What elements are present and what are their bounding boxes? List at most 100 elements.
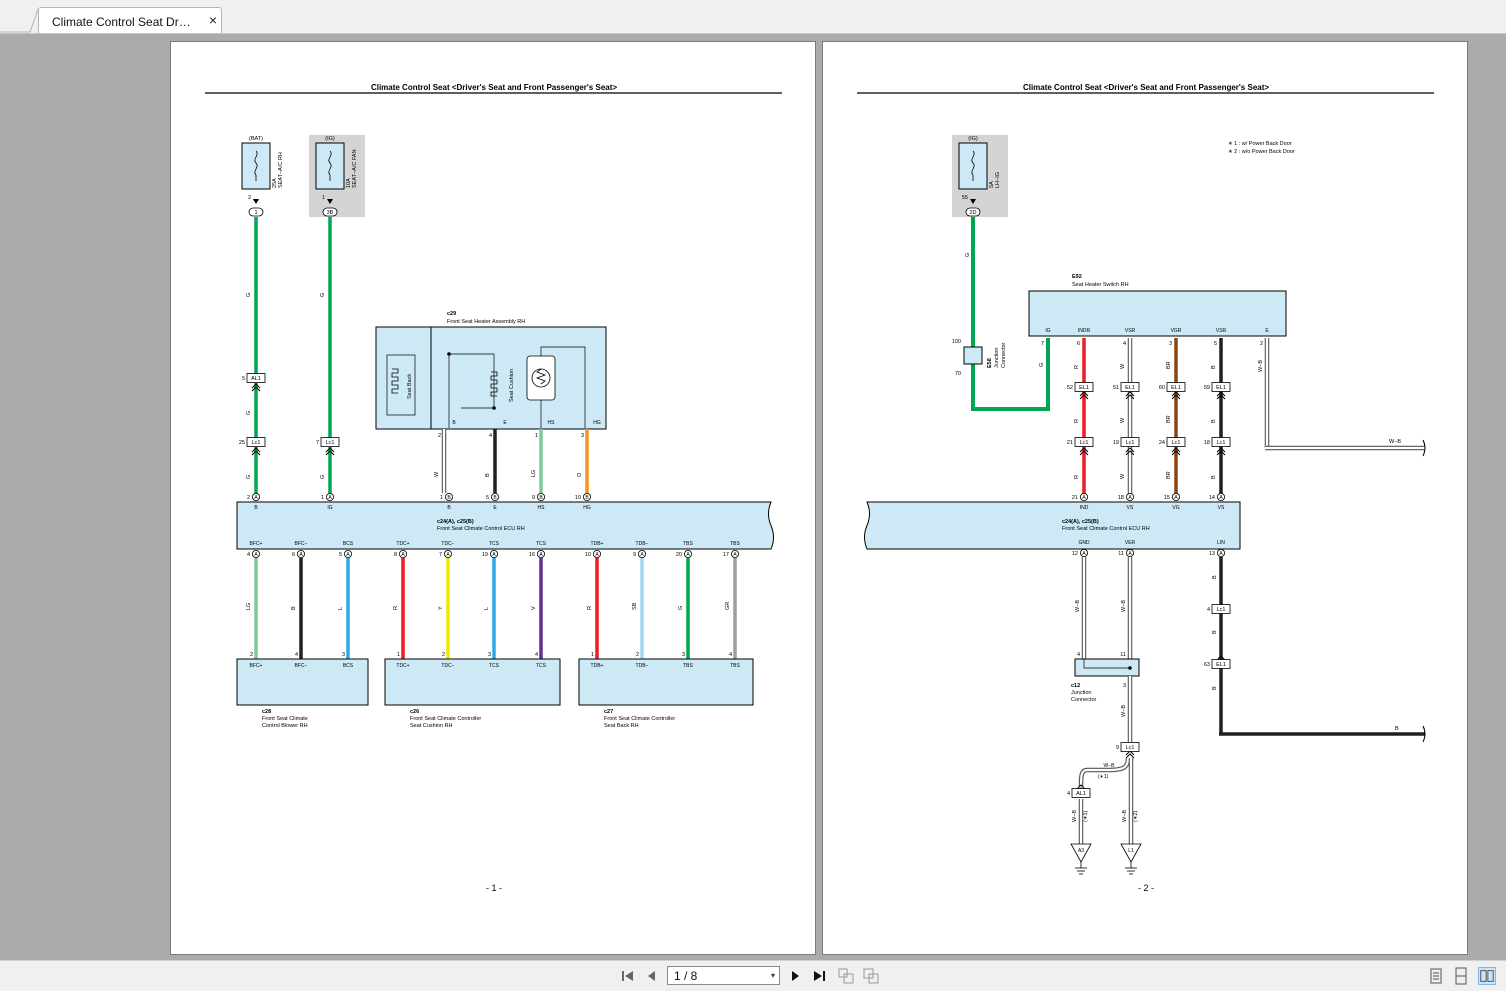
continuation-mark — [1422, 725, 1426, 743]
connector-chevron — [1079, 391, 1089, 397]
pin-circle — [325, 492, 334, 501]
connector-pin: 24 — [1159, 440, 1165, 446]
junction-title: Junction — [1071, 690, 1092, 696]
connector-chevron — [1216, 655, 1226, 661]
prev-page-icon[interactable] — [643, 967, 661, 985]
device-pin: 4 — [295, 652, 298, 658]
connector-box — [1074, 437, 1094, 447]
junction-pin: 100 — [952, 339, 961, 345]
junction-internal — [1083, 659, 1130, 669]
connector-name: EL1 — [1079, 385, 1089, 391]
first-page-icon[interactable] — [619, 967, 637, 985]
pin-letter: A — [299, 552, 303, 558]
fuse-connector-label: 2D — [969, 210, 976, 216]
junction-dot — [492, 406, 496, 410]
connector-chevron — [1216, 450, 1226, 456]
component-title: Seat Cushion RH — [410, 723, 453, 729]
junction-pin: 3 — [1123, 683, 1126, 689]
switch-pin: 2 — [1260, 341, 1263, 347]
document-tab[interactable]: Climate Control Seat Dr… × — [38, 7, 222, 33]
diagram-label: G — [1039, 363, 1045, 367]
close-icon[interactable]: × — [208, 12, 217, 28]
wire-code: R — [587, 606, 593, 610]
device-pin: 1 — [591, 652, 594, 658]
rotate-cw-icon[interactable] — [862, 967, 880, 985]
switch-terminal: E — [1265, 328, 1269, 334]
connector-box — [1166, 437, 1186, 447]
last-page-icon[interactable] — [810, 967, 828, 985]
thermistor-box — [526, 355, 556, 401]
ecu-pin: 10 — [585, 552, 591, 558]
wire-code: W−B — [1389, 439, 1401, 445]
fuse-icon — [328, 150, 332, 181]
connector-chevron — [251, 383, 261, 389]
pin-letter: A — [492, 552, 496, 558]
ecu-pin: 4 — [247, 552, 250, 558]
pin-circle — [684, 549, 693, 558]
component-terminal: TDC+ — [396, 663, 409, 669]
component-terminal: TCS — [489, 663, 500, 669]
pin-letter: A — [254, 495, 258, 501]
pin-letter: A — [595, 552, 599, 558]
wire-code: LG — [246, 603, 252, 610]
junction-dot — [1128, 666, 1132, 670]
connector-chevron — [1125, 394, 1135, 400]
page-number-input[interactable]: 1 / 8 ▾ — [667, 966, 780, 985]
wire-code: B — [291, 606, 297, 610]
wire-code: R — [1074, 365, 1080, 369]
chevron-down-icon[interactable]: ▾ — [770, 971, 775, 980]
ecu-pin: 11 — [1118, 551, 1124, 557]
heater-title: Front Seat Heater Assembly RH — [447, 319, 525, 325]
connector-chevron — [251, 447, 261, 453]
pin-circle — [443, 549, 452, 558]
component-terminal: BCS — [343, 663, 354, 669]
single-page-view-icon[interactable] — [1427, 967, 1445, 985]
connector-pin: 5 — [242, 376, 245, 382]
fuse-connector-label: 1 — [254, 210, 257, 216]
diagram-label: G — [246, 411, 252, 415]
rotate-ccw-icon[interactable] — [837, 967, 855, 985]
wire-code: W−B — [1072, 810, 1078, 822]
connector-chevron — [1079, 450, 1089, 456]
wire — [1079, 757, 1130, 787]
pin-circle — [398, 549, 407, 558]
heater-terminal: HS — [548, 420, 556, 426]
heater-pin: 3 — [581, 433, 584, 439]
pin-circle — [1216, 492, 1225, 501]
connector-chevron — [1171, 394, 1181, 400]
ecu-pin: 6 — [292, 552, 295, 558]
junction-pin: 11 — [1120, 652, 1126, 658]
ecu-terminal: HG — [583, 505, 591, 511]
connector-chevron — [1125, 450, 1135, 456]
tab-title: Climate Control Seat Dr… — [52, 15, 191, 29]
connector-name: AL1 — [1076, 791, 1086, 797]
connector-chevron — [1125, 447, 1135, 453]
fuse-icon — [254, 150, 258, 181]
continuous-view-icon[interactable] — [1452, 967, 1470, 985]
wire-code: B — [1211, 419, 1217, 423]
ecu-terminal: E — [493, 505, 497, 511]
wire-code: W−B — [1121, 705, 1127, 717]
wire-code: SB — [632, 602, 638, 610]
wire-code: BR — [1166, 415, 1172, 423]
wire-code: B — [1395, 726, 1399, 732]
ecu-pin: 1 — [440, 495, 443, 501]
switch-terminal: INDR — [1078, 328, 1091, 334]
diagram-label: G — [320, 475, 326, 479]
pin-circle — [490, 492, 499, 501]
ecu-pin: 9 — [633, 552, 636, 558]
fuse-arrow — [253, 199, 259, 204]
next-page-icon[interactable] — [786, 967, 804, 985]
connector-chevron — [1079, 394, 1089, 400]
two-page-view-icon[interactable] — [1478, 967, 1496, 985]
connector-name: EL1 — [1216, 385, 1226, 391]
connector-box — [246, 437, 266, 447]
component-terminal: BFC+ — [250, 663, 263, 669]
connector-name: Lc1 — [1080, 440, 1089, 446]
wire-code: R — [1074, 475, 1080, 479]
connector-box — [1211, 659, 1231, 669]
ecu-terminal: TDB+ — [591, 541, 604, 547]
junction-pin: 4 — [1077, 652, 1080, 658]
junction-connector-e58 — [963, 346, 983, 365]
ecu-pin: 19 — [482, 552, 488, 558]
